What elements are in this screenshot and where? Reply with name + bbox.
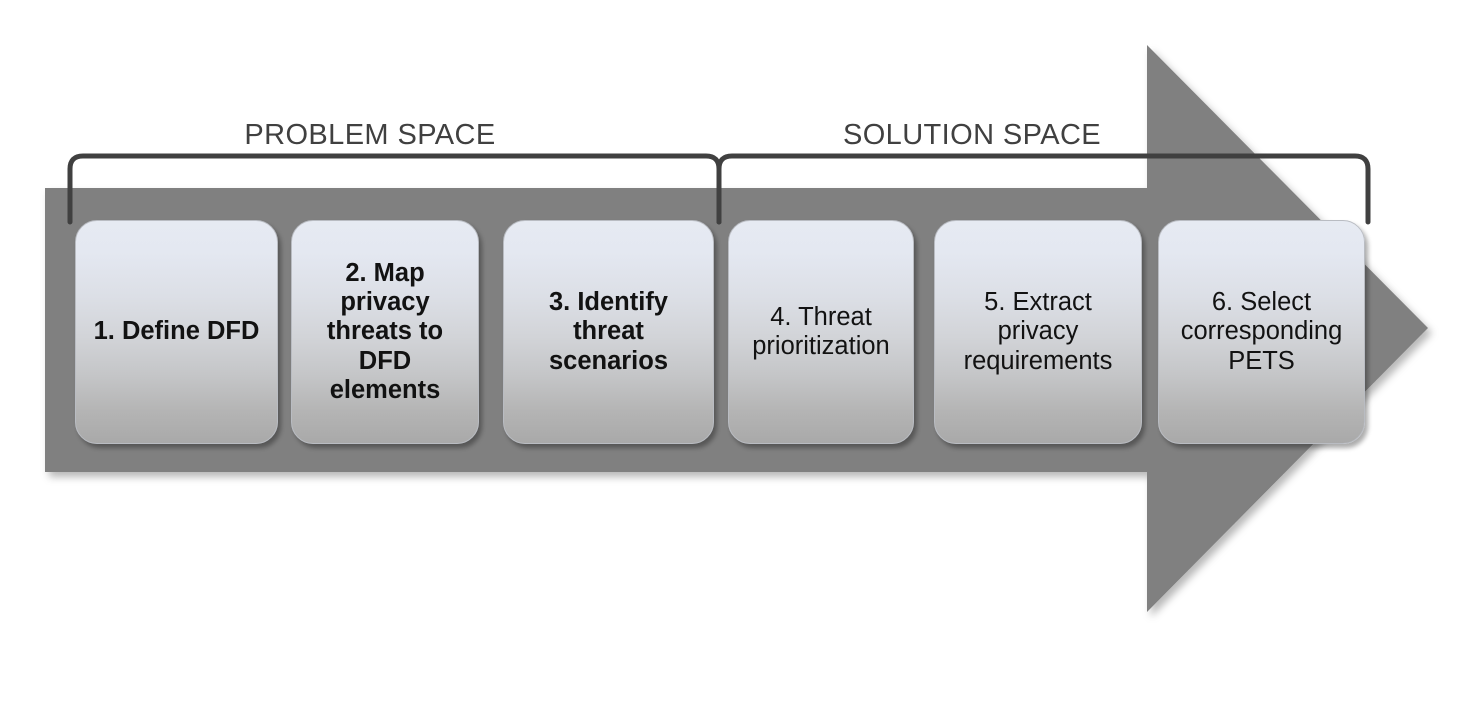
step-box-4[interactable]: 4. Threat prioritization <box>728 220 914 444</box>
step-box-2[interactable]: 2. Map privacy threats to DFD elements <box>291 220 479 444</box>
step-box-list: 1. Define DFD 2. Map privacy threats to … <box>75 220 1365 444</box>
step-box-5-label: 5. Extract privacy requirements <box>963 288 1113 375</box>
step-box-1-label: 1. Define DFD <box>93 317 260 346</box>
step-box-3[interactable]: 3. Identify threat scenarios <box>503 220 714 444</box>
step-box-3-label: 3. Identify threat scenarios <box>548 288 669 375</box>
phase-label-problem-space: PROBLEM SPACE <box>244 119 496 151</box>
step-box-1[interactable]: 1. Define DFD <box>75 220 278 444</box>
solution-space-bracket <box>716 153 1371 225</box>
step-box-6[interactable]: 6. Select corresponding PETS <box>1158 220 1365 444</box>
problem-space-bracket <box>67 153 722 225</box>
step-box-6-label: 6. Select corresponding PETS <box>1180 288 1343 375</box>
phase-label-solution-space: SOLUTION SPACE <box>842 119 1102 151</box>
step-box-4-label: 4. Threat prioritization <box>752 302 890 360</box>
step-box-5[interactable]: 5. Extract privacy requirements <box>934 220 1142 444</box>
step-box-2-label: 2. Map privacy threats to DFD elements <box>326 259 444 404</box>
